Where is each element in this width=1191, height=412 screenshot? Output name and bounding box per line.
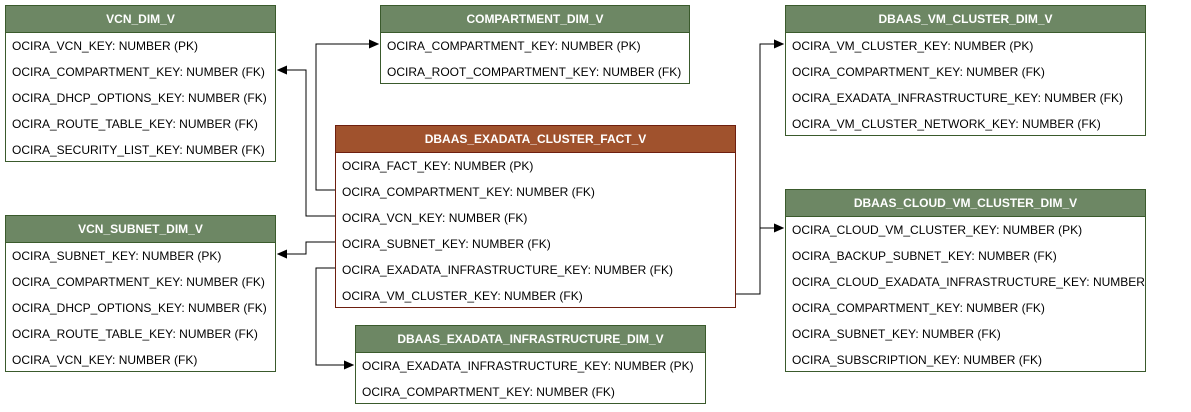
entity-field: OCIRA_EXADATA_INFRASTRUCTURE_KEY: NUMBER… [792, 91, 1123, 105]
edge-fact-to-compartment [315, 44, 378, 191]
entity-field: OCIRA_COMPARTMENT_KEY: NUMBER (FK) [12, 275, 265, 289]
entity-title: COMPARTMENT_DIM_V [381, 6, 689, 33]
entity-field: OCIRA_SECURITY_LIST_KEY: NUMBER (FK) [12, 143, 265, 157]
entity-field: OCIRA_ROUTE_TABLE_KEY: NUMBER (FK) [12, 327, 258, 341]
edge-fact-to-exadata-infrastructure [315, 267, 353, 365]
entity-vm-cluster-dim[interactable]: DBAAS_VM_CLUSTER_DIM_V OCIRA_VM_CLUSTER_… [785, 5, 1146, 136]
entity-field: OCIRA_VM_CLUSTER_KEY: NUMBER (PK) [792, 39, 1034, 53]
entity-title: DBAAS_CLOUD_VM_CLUSTER_DIM_V [786, 190, 1145, 217]
edge-fact-to-vcn [278, 70, 335, 217]
entity-field: OCIRA_ROOT_COMPARTMENT_KEY: NUMBER (FK) [387, 65, 682, 79]
entity-title: VCN_DIM_V [6, 6, 275, 33]
entity-field: OCIRA_VCN_KEY: NUMBER (FK) [342, 211, 528, 225]
entity-field: OCIRA_SUBNET_KEY: NUMBER (FK) [792, 327, 1001, 341]
edge-fact-to-vm-cluster [736, 44, 783, 295]
entity-title: DBAAS_EXADATA_INFRASTRUCTURE_DIM_V [356, 326, 705, 353]
entity-vcn-dim[interactable]: VCN_DIM_V OCIRA_VCN_KEY: NUMBER (PK) OCI… [5, 5, 276, 162]
entity-field: OCIRA_ROUTE_TABLE_KEY: NUMBER (FK) [12, 117, 258, 131]
entity-field: OCIRA_SUBNET_KEY: NUMBER (FK) [342, 237, 551, 251]
entity-exadata-cluster-fact[interactable]: DBAAS_EXADATA_CLUSTER_FACT_V OCIRA_FACT_… [335, 125, 736, 308]
entity-cloud-vm-cluster-dim[interactable]: DBAAS_CLOUD_VM_CLUSTER_DIM_V OCIRA_CLOUD… [785, 189, 1146, 372]
entity-field: OCIRA_VM_CLUSTER_NETWORK_KEY: NUMBER (FK… [792, 117, 1101, 131]
entity-field: OCIRA_COMPARTMENT_KEY: NUMBER (FK) [12, 65, 265, 79]
entity-field: OCIRA_VM_CLUSTER_KEY: NUMBER (FK) [342, 289, 583, 303]
entity-field: OCIRA_VCN_KEY: NUMBER (PK) [12, 39, 199, 53]
entity-title: VCN_SUBNET_DIM_V [6, 216, 275, 243]
entity-title: DBAAS_VM_CLUSTER_DIM_V [786, 6, 1145, 33]
entity-field: OCIRA_EXADATA_INFRASTRUCTURE_KEY: NUMBER… [362, 359, 694, 373]
entity-field: OCIRA_DHCP_OPTIONS_KEY: NUMBER (FK) [12, 91, 267, 105]
entity-field: OCIRA_SUBSCRIPTION_KEY: NUMBER (FK) [792, 353, 1043, 367]
entity-field: OCIRA_BACKUP_SUBNET_KEY: NUMBER (FK) [792, 249, 1057, 263]
entity-field: OCIRA_COMPARTMENT_KEY: NUMBER (FK) [362, 385, 615, 399]
entity-compartment-dim[interactable]: COMPARTMENT_DIM_V OCIRA_COMPARTMENT_KEY:… [380, 5, 690, 84]
entity-field: OCIRA_FACT_KEY: NUMBER (PK) [342, 159, 534, 173]
edge-fact-to-vcn-subnet [278, 241, 335, 254]
entity-field: OCIRA_COMPARTMENT_KEY: NUMBER (FK) [342, 185, 595, 199]
entity-field: OCIRA_CLOUD_VM_CLUSTER_KEY: NUMBER (PK) [792, 223, 1083, 237]
entity-title: DBAAS_EXADATA_CLUSTER_FACT_V [336, 126, 735, 153]
entity-field: OCIRA_COMPARTMENT_KEY: NUMBER (PK) [387, 39, 641, 53]
entity-field: OCIRA_SUBNET_KEY: NUMBER (PK) [12, 249, 222, 263]
entity-field: OCIRA_CLOUD_EXADATA_INFRASTRUCTURE_KEY: … [792, 275, 1145, 289]
entity-exadata-infrastructure-dim[interactable]: DBAAS_EXADATA_INFRASTRUCTURE_DIM_V OCIRA… [355, 325, 706, 404]
entity-field: OCIRA_VCN_KEY: NUMBER (FK) [12, 353, 198, 367]
entity-field: OCIRA_COMPARTMENT_KEY: NUMBER (FK) [792, 65, 1045, 79]
entity-vcn-subnet-dim[interactable]: VCN_SUBNET_DIM_V OCIRA_SUBNET_KEY: NUMBE… [5, 215, 276, 372]
entity-field: OCIRA_COMPARTMENT_KEY: NUMBER (FK) [792, 301, 1045, 315]
entity-field: OCIRA_EXADATA_INFRASTRUCTURE_KEY: NUMBER… [342, 263, 673, 277]
entity-field: OCIRA_DHCP_OPTIONS_KEY: NUMBER (FK) [12, 301, 267, 315]
